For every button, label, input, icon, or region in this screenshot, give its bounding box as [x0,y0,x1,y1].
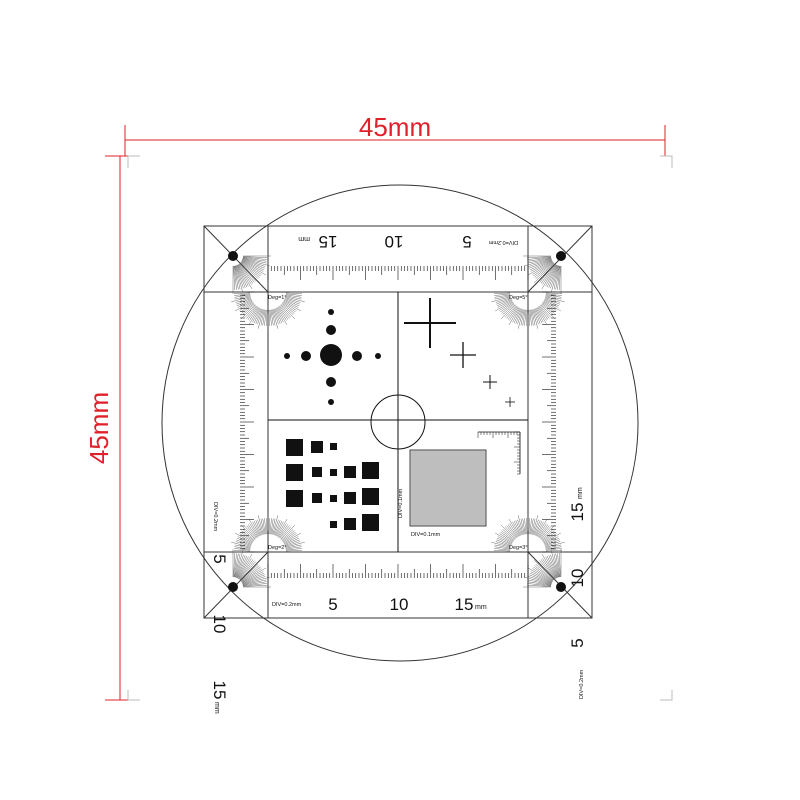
pattern-square [362,488,379,505]
pattern-square [330,469,337,476]
scale-ticks [240,266,556,578]
right-scale-unit: mm [577,487,584,499]
fine-grid [409,449,487,527]
pattern-dot [328,399,334,405]
pattern-square [312,493,322,503]
bottom-scale-number: 5 [328,595,337,614]
top-scale-number: 5 [462,232,471,251]
pattern-square [362,462,379,479]
outer-circle [161,184,639,662]
right-scale-div-label: DIV=0.2mm [579,669,585,699]
cross-pattern [404,298,515,407]
left-scale-number: 15 [210,681,229,700]
corner-dot [556,251,566,261]
pattern-dot [326,325,336,335]
dot-pattern [284,309,381,405]
pattern-square [362,514,379,531]
pattern-square [286,464,303,481]
pattern-dot [301,351,311,361]
pattern-dot [352,351,362,361]
bottom-scale-number: 10 [390,595,409,614]
height-label: 45mm [84,392,114,464]
top-scale-unit: mm [298,235,310,242]
pattern-dot [328,309,334,315]
bottom-scale-div-label: DIV=0.2mm [272,602,302,608]
pattern-square [344,466,356,478]
pattern-square [330,495,337,502]
corner-dots [228,251,566,592]
top-scale-number: 15 [319,232,338,251]
right-scale-number: 15 [568,503,587,522]
top-scale-number: 10 [385,232,404,251]
square-pattern [286,439,379,531]
width-dimension [124,125,666,156]
deg-label-bottom-left: Deg=2° [268,545,287,551]
left-scale-number: 10 [210,615,229,634]
pattern-square [311,441,323,453]
outer-frame-marks [127,155,673,701]
bottom-scale-number: 15 [455,595,474,614]
pattern-dot [320,344,342,366]
center-crosshair [268,292,528,552]
pattern-square [286,439,303,456]
pattern-square [286,490,303,507]
top-scale-div-label: DIV=0.2mm [488,239,518,245]
corner-dot [228,251,238,261]
square-outline [203,225,593,619]
deg-label-top-right: Deg=5° [509,295,528,301]
corner-dot [556,582,566,592]
pattern-square [344,518,356,530]
right-scale-number: 5 [568,638,587,647]
pattern-square [330,443,337,450]
right-scale-number: 10 [568,569,587,588]
bottom-scale-unit: mm [475,604,487,611]
degree-fans [230,255,566,588]
deg-label-top-left: Deg=1° [268,295,287,301]
pattern-dot [326,377,336,387]
grid-scales [477,431,521,475]
left-scale-div-label: DIV=0.2mm [212,502,218,532]
corner-dot [228,582,238,592]
deg-label-bottom-right: Deg=3° [509,545,528,551]
left-scale-unit: mm [213,702,220,714]
pattern-square [312,467,322,477]
grid-label-horizontal: DIV=0.1mm [411,532,441,538]
grid-label-vertical: DIV=0.1mm [398,488,404,518]
left-scale-number: 5 [210,554,229,563]
pattern-dot [284,353,290,359]
pattern-dot [375,353,381,359]
pattern-square [344,492,356,504]
width-label: 45mm [359,112,431,142]
pattern-square [330,521,337,528]
